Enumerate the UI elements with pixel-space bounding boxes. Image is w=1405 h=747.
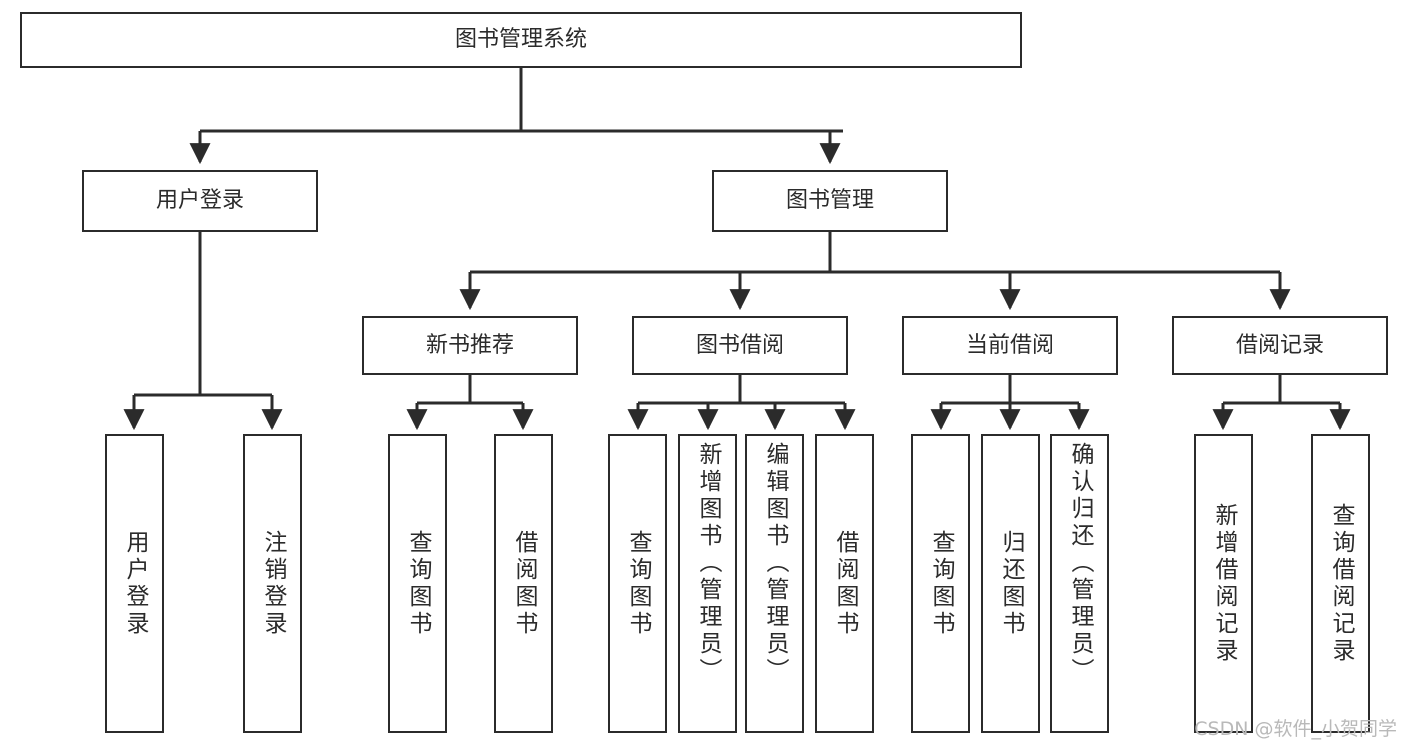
node-leaf-confirm-return-label: 确认归还（管理员）	[1067, 442, 1093, 685]
node-leaf-query-book-2[interactable]: 查询图书	[608, 434, 667, 733]
node-leaf-query-book-3[interactable]: 查询图书	[911, 434, 970, 733]
node-root-label: 图书管理系统	[454, 27, 587, 53]
node-leaf-borrow-book-2-label: 借阅图书	[832, 529, 858, 638]
node-leaf-query-book-2-label: 查询图书	[625, 529, 651, 638]
node-leaf-return-book-label: 归还图书	[998, 529, 1024, 638]
node-book-borrow-label: 图书借阅	[695, 332, 784, 358]
node-borrow-record-label: 借阅记录	[1235, 332, 1324, 358]
node-book-management-label: 图书管理	[785, 188, 874, 214]
node-user-login[interactable]: 用户登录	[82, 170, 318, 232]
node-leaf-query-record-label: 查询借阅记录	[1328, 502, 1354, 665]
node-root[interactable]: 图书管理系统	[20, 12, 1022, 68]
node-leaf-add-book-label: 新增图书（管理员）	[695, 442, 721, 685]
node-current-borrow-label: 当前借阅	[965, 332, 1054, 358]
node-book-management[interactable]: 图书管理	[712, 170, 948, 232]
csdn-watermark: CSDN @软件_小贺同学	[1194, 718, 1397, 740]
node-leaf-borrow-book-2[interactable]: 借阅图书	[815, 434, 874, 733]
node-user-login-label: 用户登录	[155, 188, 244, 214]
node-new-book-recommend[interactable]: 新书推荐	[362, 316, 578, 375]
node-leaf-edit-book-label: 编辑图书（管理员）	[762, 442, 788, 685]
node-current-borrow[interactable]: 当前借阅	[902, 316, 1118, 375]
node-leaf-confirm-return[interactable]: 确认归还（管理员）	[1050, 434, 1109, 733]
node-leaf-logout-login-label: 注销登录	[260, 529, 286, 638]
node-leaf-user-login-label: 用户登录	[122, 529, 148, 638]
node-leaf-add-record[interactable]: 新增借阅记录	[1194, 434, 1253, 733]
node-leaf-query-record[interactable]: 查询借阅记录	[1311, 434, 1370, 733]
node-leaf-user-login[interactable]: 用户登录	[105, 434, 164, 733]
node-leaf-add-book[interactable]: 新增图书（管理员）	[678, 434, 737, 733]
node-leaf-borrow-book-1[interactable]: 借阅图书	[494, 434, 553, 733]
node-leaf-add-record-label: 新增借阅记录	[1211, 502, 1237, 665]
node-borrow-record[interactable]: 借阅记录	[1172, 316, 1388, 375]
node-new-book-recommend-label: 新书推荐	[425, 332, 514, 358]
node-leaf-logout-login[interactable]: 注销登录	[243, 434, 302, 733]
node-leaf-borrow-book-1-label: 借阅图书	[511, 529, 537, 638]
node-leaf-query-book-3-label: 查询图书	[928, 529, 954, 638]
node-leaf-query-book-1-label: 查询图书	[405, 529, 431, 638]
node-leaf-edit-book[interactable]: 编辑图书（管理员）	[745, 434, 804, 733]
node-book-borrow[interactable]: 图书借阅	[632, 316, 848, 375]
node-leaf-return-book[interactable]: 归还图书	[981, 434, 1040, 733]
node-leaf-query-book-1[interactable]: 查询图书	[388, 434, 447, 733]
